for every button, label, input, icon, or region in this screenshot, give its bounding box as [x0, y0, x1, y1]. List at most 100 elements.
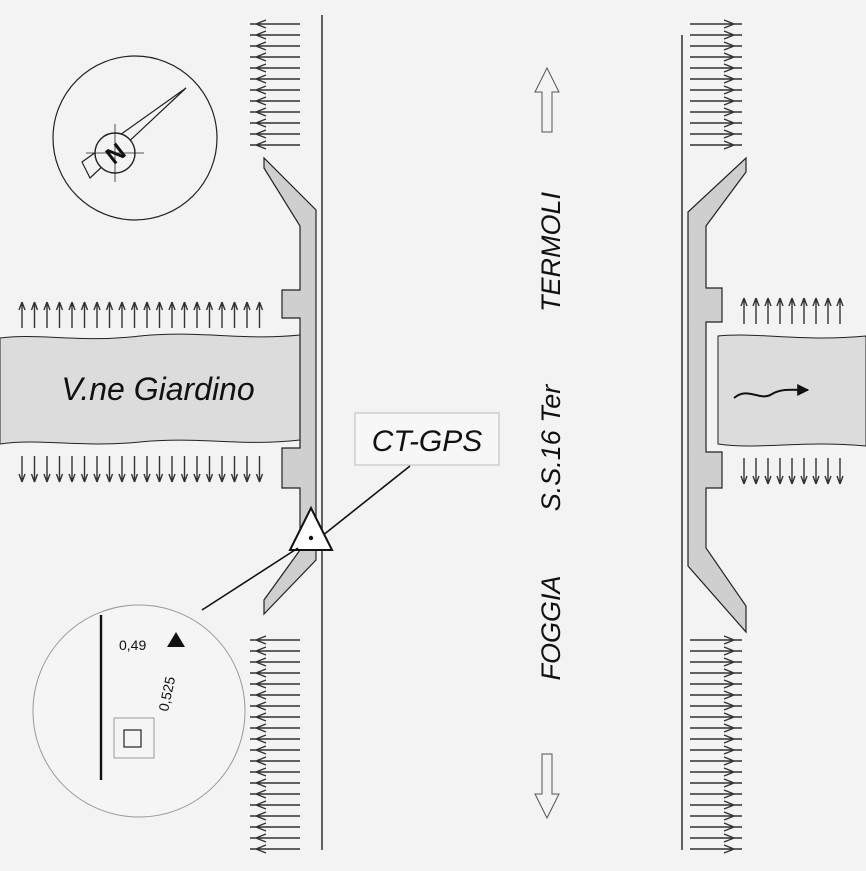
hedge-mark	[55, 301, 64, 328]
hedge-mark	[193, 456, 201, 483]
hedge-mark	[250, 844, 300, 854]
hedge-mark	[250, 657, 300, 667]
hedge-mark	[690, 833, 742, 843]
hedge-mark	[690, 52, 742, 62]
hedge-mark	[243, 301, 251, 328]
hedge-mark	[105, 456, 114, 483]
hedge-mark	[250, 822, 300, 832]
hedge-mark	[155, 456, 164, 483]
north-arrow: N	[52, 55, 218, 221]
hedge-mark	[690, 800, 742, 810]
hedge-mark	[250, 118, 300, 128]
hedge-mark	[800, 458, 808, 485]
hedge-mark	[105, 301, 114, 328]
distance-a-label: 0,49	[119, 637, 146, 653]
hedge-mark	[690, 767, 742, 777]
left-curb-island	[263, 156, 317, 616]
hedge-mark	[690, 63, 742, 73]
hedge-mark	[68, 301, 76, 328]
hedge-mark	[250, 690, 300, 700]
hedge-mark	[80, 301, 89, 328]
hedge-mark	[250, 96, 300, 106]
hedge-mark	[155, 301, 164, 328]
hedge-mark	[250, 811, 300, 821]
hedge-mark	[250, 701, 300, 711]
hedge-mark	[824, 458, 832, 485]
hedge-mark	[752, 297, 760, 324]
hedge-mark	[250, 129, 300, 139]
hedge-mark	[250, 668, 300, 678]
hedge-mark	[812, 458, 820, 485]
hedge-mark	[690, 41, 742, 51]
hedge-mark	[255, 456, 264, 483]
hedge-mark	[690, 745, 742, 755]
hedge-mark	[68, 456, 76, 483]
hedge-mark	[836, 458, 844, 485]
right-curb-island	[687, 156, 747, 634]
hedge-mark	[55, 456, 64, 483]
hedge-mark	[250, 723, 300, 733]
hedge-mark	[130, 301, 139, 328]
hedge-mark	[690, 734, 742, 744]
hedge-mark	[788, 458, 796, 485]
station-leader-line	[321, 465, 411, 537]
hedge-mark	[193, 301, 201, 328]
hedge-symbols	[18, 19, 844, 854]
hedge-mark	[800, 297, 808, 324]
hedge-mark	[255, 301, 264, 328]
north-destination-label: TERMOLI	[536, 191, 566, 312]
hedge-mark	[30, 456, 39, 483]
hedge-mark	[93, 301, 101, 328]
hedge-mark	[690, 822, 742, 832]
hedge-mark	[180, 301, 189, 328]
hedge-mark	[824, 297, 832, 324]
hedge-mark	[250, 52, 300, 62]
hedge-mark	[690, 668, 742, 678]
hedge-mark	[250, 19, 300, 29]
hedge-mark	[168, 456, 176, 483]
hedge-mark	[690, 635, 742, 645]
detail-triangle-marker	[167, 632, 185, 647]
hedge-mark	[218, 301, 226, 328]
hedge-mark	[250, 107, 300, 117]
hedge-mark	[130, 456, 139, 483]
hedge-mark	[250, 140, 300, 150]
hedge-mark	[690, 140, 742, 150]
hedge-mark	[250, 756, 300, 766]
hedge-mark	[43, 456, 51, 483]
hedge-mark	[218, 456, 226, 483]
hedge-mark	[690, 74, 742, 84]
hedge-mark	[230, 301, 239, 328]
hedge-mark	[230, 456, 239, 483]
hedge-mark	[752, 458, 760, 485]
station-label: CT-GPS	[372, 425, 483, 458]
hedge-mark	[118, 301, 126, 328]
hedge-mark	[30, 301, 39, 328]
hedge-mark	[690, 789, 742, 799]
hedge-mark	[740, 458, 748, 485]
hedge-mark	[690, 96, 742, 106]
hedge-mark	[18, 301, 26, 328]
hedge-mark	[690, 690, 742, 700]
hedge-mark	[740, 297, 748, 324]
hedge-mark	[43, 301, 51, 328]
hedge-mark	[250, 734, 300, 744]
station-marker	[288, 505, 334, 551]
hedge-mark	[250, 63, 300, 73]
hedge-mark	[250, 635, 300, 645]
hedge-mark	[205, 301, 214, 328]
hedge-mark	[250, 833, 300, 843]
station-label-box	[354, 412, 500, 466]
hedge-mark	[764, 458, 772, 485]
hedge-mark	[776, 297, 784, 324]
hedge-mark	[168, 301, 176, 328]
north-direction-arrow	[534, 66, 560, 133]
hedge-mark	[690, 712, 742, 722]
south-direction-arrow	[534, 753, 560, 820]
hedge-mark	[690, 118, 742, 128]
hedge-mark	[118, 456, 126, 483]
hedge-mark	[250, 646, 300, 656]
hedge-mark	[250, 767, 300, 777]
hedge-mark	[690, 85, 742, 95]
